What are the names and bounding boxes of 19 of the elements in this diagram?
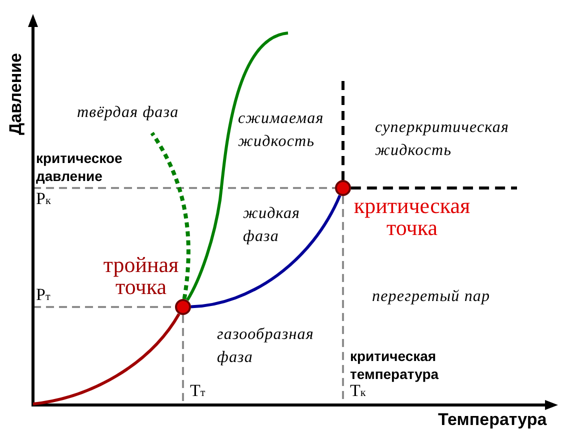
point-marker (335, 180, 351, 196)
phase-boundary-curve (32, 313, 180, 406)
annotation-label: критическое давление (36, 149, 122, 185)
axis-title: Температура (438, 410, 547, 430)
region-label: жидкая фаза (243, 204, 300, 247)
region-label: суперкритическая жидкость (375, 118, 509, 161)
point-label: тройная точка (103, 254, 179, 298)
axis-title: Давление (6, 53, 26, 135)
region-label: газообразная фаза (217, 325, 314, 368)
phase-boundary-curve (150, 132, 190, 300)
phase-boundary-curve (190, 194, 342, 308)
point-label: критическая точка (354, 195, 470, 239)
point-marker (175, 299, 191, 315)
phase-boundary-curve (186, 32, 288, 301)
annotation-label: критическая температура (350, 347, 439, 383)
region-label: сжимаемая жидкость (238, 109, 324, 152)
region-label: твёрдая фаза (77, 103, 179, 123)
region-label: перегретый пар (372, 287, 490, 307)
boundary-line (351, 186, 517, 190)
